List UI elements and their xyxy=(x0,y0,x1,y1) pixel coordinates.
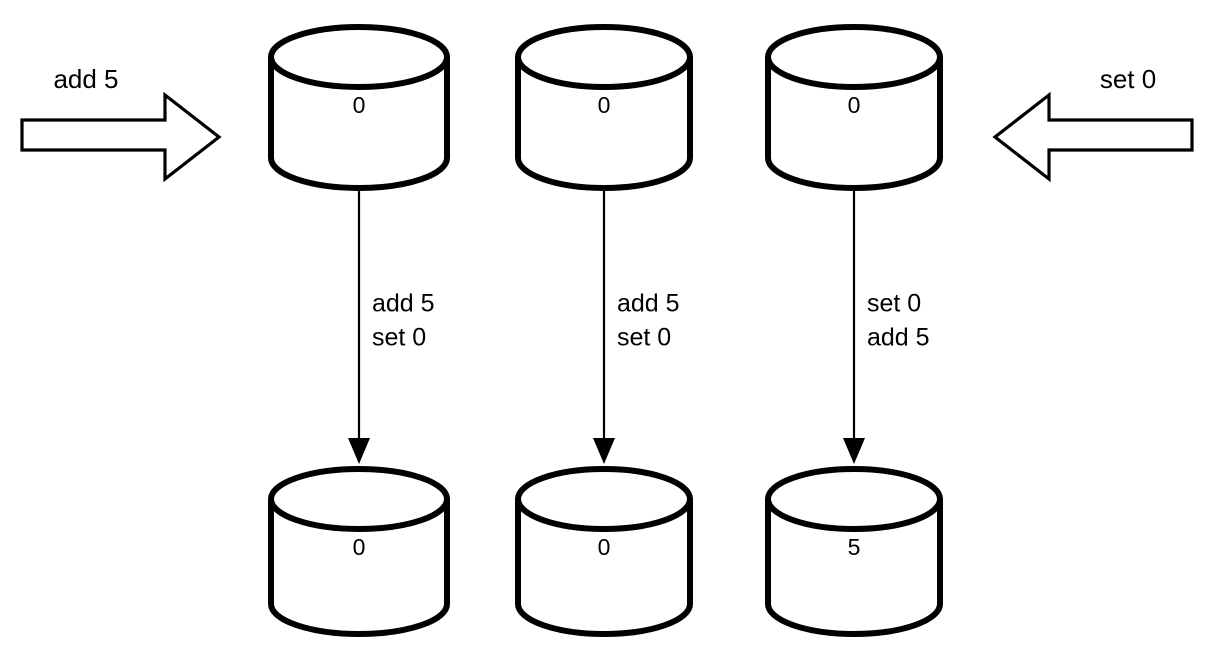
replica-1-final-value: 0 xyxy=(353,534,366,560)
replica-column-3: 0 set 0 add 5 5 xyxy=(765,24,943,637)
replica-column-1: 0 add 5 set 0 0 xyxy=(268,24,450,637)
replica-2-top-cylinder-body xyxy=(515,54,693,191)
replica-1-operations: add 5 set 0 xyxy=(372,290,435,352)
replica-1-connector xyxy=(348,189,370,464)
replica-2-connector xyxy=(593,189,615,464)
replica-3-operation-1: set 0 xyxy=(867,290,921,318)
replica-1-bottom-cylinder: 0 xyxy=(268,466,450,637)
replica-3-operations: set 0 add 5 xyxy=(867,290,930,352)
replica-2-bottom-cylinder-lid xyxy=(515,466,693,532)
replica-2-top-cylinder-lid xyxy=(515,24,693,90)
replica-3-top-cylinder-body xyxy=(765,54,943,191)
replica-column-2: 0 add 5 set 0 0 xyxy=(515,24,693,637)
replica-1-bottom-cylinder-lid xyxy=(268,466,450,532)
replica-3-top-cylinder-lid xyxy=(765,24,943,90)
replica-1-top-cylinder-lid xyxy=(268,24,450,90)
left-input-label: add 5 xyxy=(53,64,118,94)
replica-2-top-cylinder: 0 xyxy=(515,24,693,191)
replica-2-bottom-cylinder-body xyxy=(515,496,693,637)
replica-3-final-value: 5 xyxy=(848,534,861,560)
replica-1-bottom-cylinder-body xyxy=(268,496,450,637)
replica-2-final-value: 0 xyxy=(598,534,611,560)
replica-1-operation-2: set 0 xyxy=(372,324,426,352)
replica-1-connector-arrowhead-icon xyxy=(348,438,370,464)
replica-3-bottom-cylinder-body xyxy=(765,496,943,637)
replica-1-top-cylinder-body xyxy=(268,54,450,191)
replica-1-top-cylinder: 0 xyxy=(268,24,450,191)
replica-1-initial-value: 0 xyxy=(353,92,366,118)
replica-3-connector-arrowhead-icon xyxy=(843,438,865,464)
replica-2-initial-value: 0 xyxy=(598,92,611,118)
replica-2-operation-2: set 0 xyxy=(617,324,671,352)
replica-2-bottom-cylinder: 0 xyxy=(515,466,693,637)
replica-3-initial-value: 0 xyxy=(848,92,861,118)
left-input-arrow-group: add 5 xyxy=(20,64,222,183)
right-block-arrow-icon xyxy=(992,91,1194,183)
replica-3-bottom-cylinder: 5 xyxy=(765,466,943,637)
replica-1-operation-1: add 5 xyxy=(372,290,435,318)
right-input-arrow-group: set 0 xyxy=(992,64,1194,183)
replica-2-operation-1: add 5 xyxy=(617,290,680,318)
replica-3-operation-2: add 5 xyxy=(867,324,930,352)
left-block-arrow-icon xyxy=(20,91,222,183)
replica-3-bottom-cylinder-lid xyxy=(765,466,943,532)
replica-3-top-cylinder: 0 xyxy=(765,24,943,191)
replica-3-connector xyxy=(843,189,865,464)
replica-2-connector-arrowhead-icon xyxy=(593,438,615,464)
right-input-label: set 0 xyxy=(1100,64,1156,94)
replica-2-operations: add 5 set 0 xyxy=(617,290,680,352)
